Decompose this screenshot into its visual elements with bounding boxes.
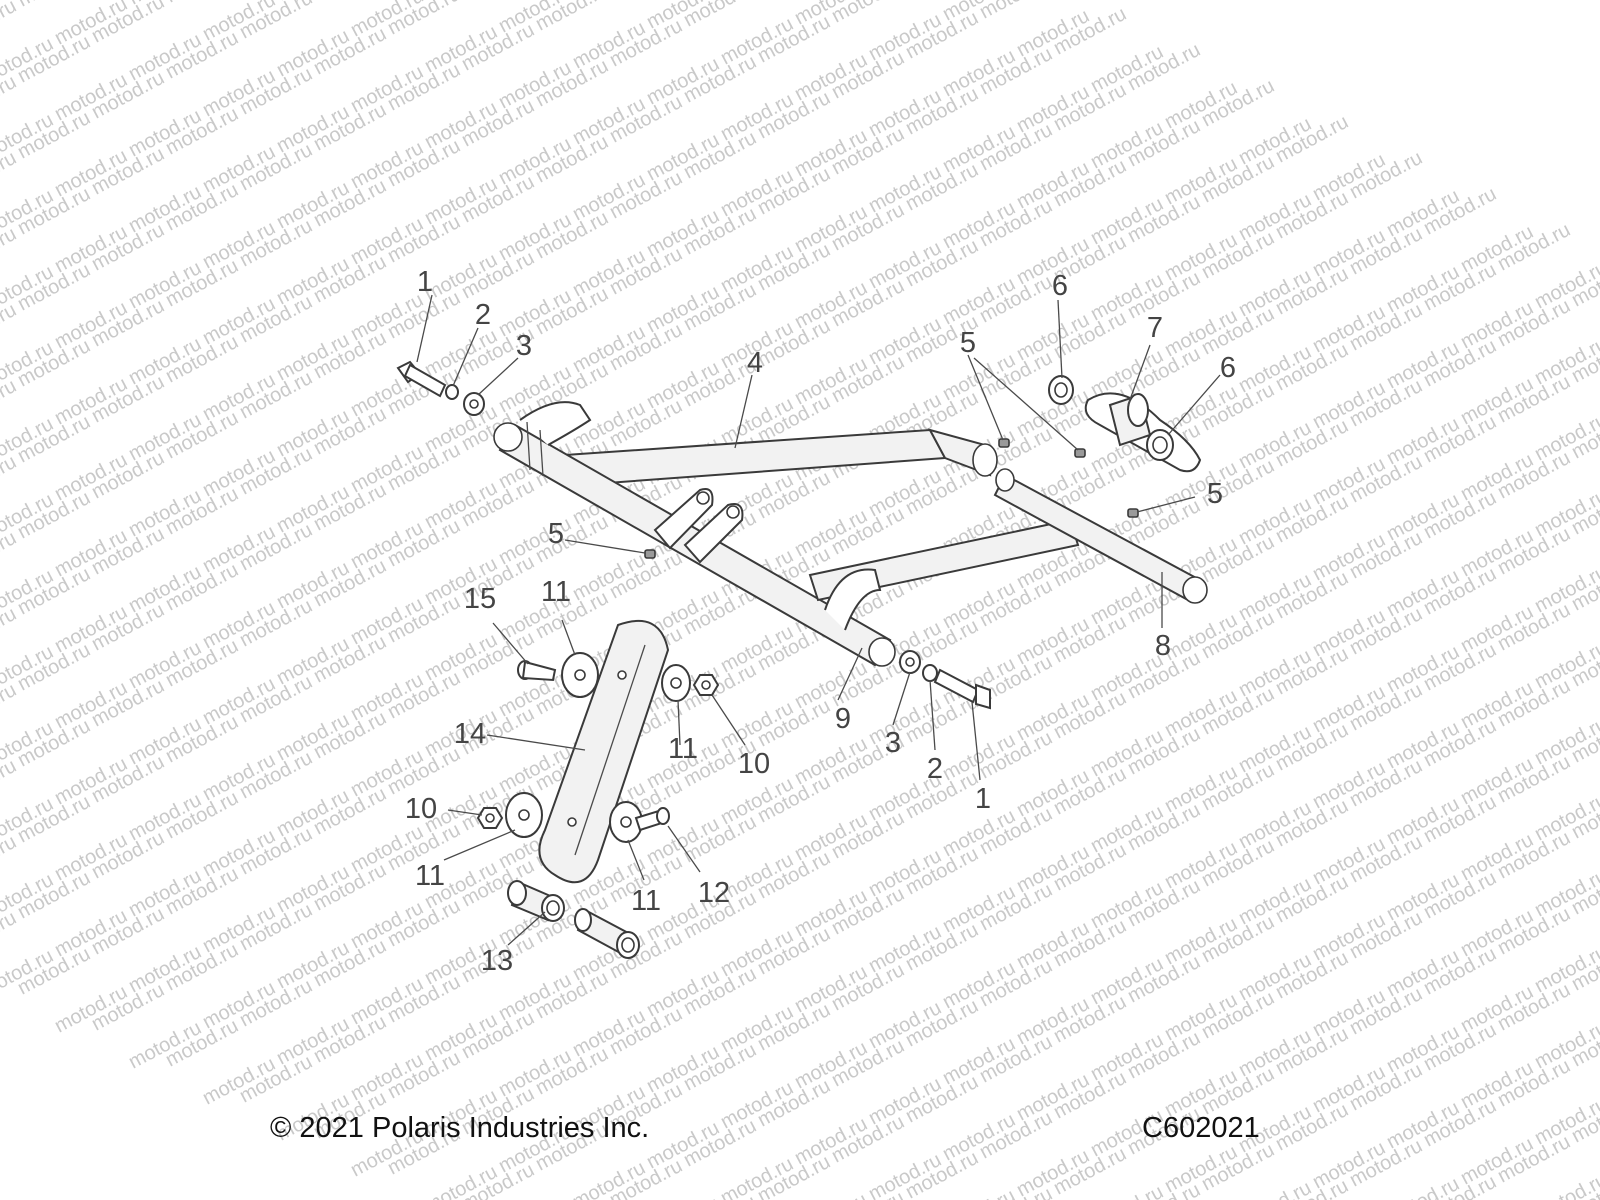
- callout-lockwasher-upper: 2: [475, 299, 491, 331]
- link-bar: [538, 620, 670, 884]
- lower-hardware: [899, 650, 991, 710]
- callout-pivot-tube: 8: [1155, 630, 1171, 662]
- callout-screw: 15: [464, 583, 496, 615]
- callout-nut: 10: [738, 748, 770, 780]
- callout-link-bar: 14: [454, 718, 486, 750]
- callout-washer: 11: [668, 733, 698, 765]
- callout-lockwasher-lower: 2: [927, 753, 943, 785]
- pivot-assembly: [1048, 375, 1202, 473]
- upper-hardware: [396, 360, 485, 416]
- callout-bolt-lower: 1: [975, 783, 991, 815]
- callout-pivot-tube-front: 9: [835, 703, 851, 735]
- callout-grease-fitting: 5: [960, 327, 976, 359]
- callout-screw: 12: [698, 877, 730, 909]
- link-hardware: [476, 652, 720, 843]
- figure-code: C602021: [1142, 1112, 1260, 1144]
- callout-thrust-washer: 6: [1220, 352, 1236, 384]
- lower-cross-tube: [808, 468, 1208, 631]
- bushings: [507, 880, 640, 959]
- leader-lines: [416, 294, 1221, 946]
- grease-fitting-icons: [644, 438, 1139, 559]
- callout-washer: 11: [541, 576, 571, 608]
- callout-bushing: 13: [481, 945, 513, 977]
- callout-grease-fitting: 5: [548, 518, 564, 550]
- callout-washer: 11: [415, 860, 445, 892]
- callout-pivot-bushing: 7: [1147, 312, 1163, 344]
- callout-bolt-upper: 1: [417, 266, 433, 298]
- callout-labels: 1 2 3 4 5 6 7 6 5 5 8 9 3 2 1 15 11 11 1…: [405, 266, 1236, 977]
- copyright-text: © 2021 Polaris Industries Inc.: [270, 1112, 650, 1144]
- upper-a-arm: [493, 401, 998, 667]
- callout-grease-fitting: 5: [1207, 478, 1223, 510]
- callout-washer-upper: 3: [516, 330, 532, 362]
- mounting-bracket: [653, 488, 744, 564]
- callout-washer-lower: 3: [885, 727, 901, 759]
- callout-nut: 10: [405, 793, 437, 825]
- callout-thrust-washer: 6: [1052, 270, 1068, 302]
- callout-washer: 11: [631, 885, 661, 917]
- callout-a-arm: 4: [747, 347, 763, 379]
